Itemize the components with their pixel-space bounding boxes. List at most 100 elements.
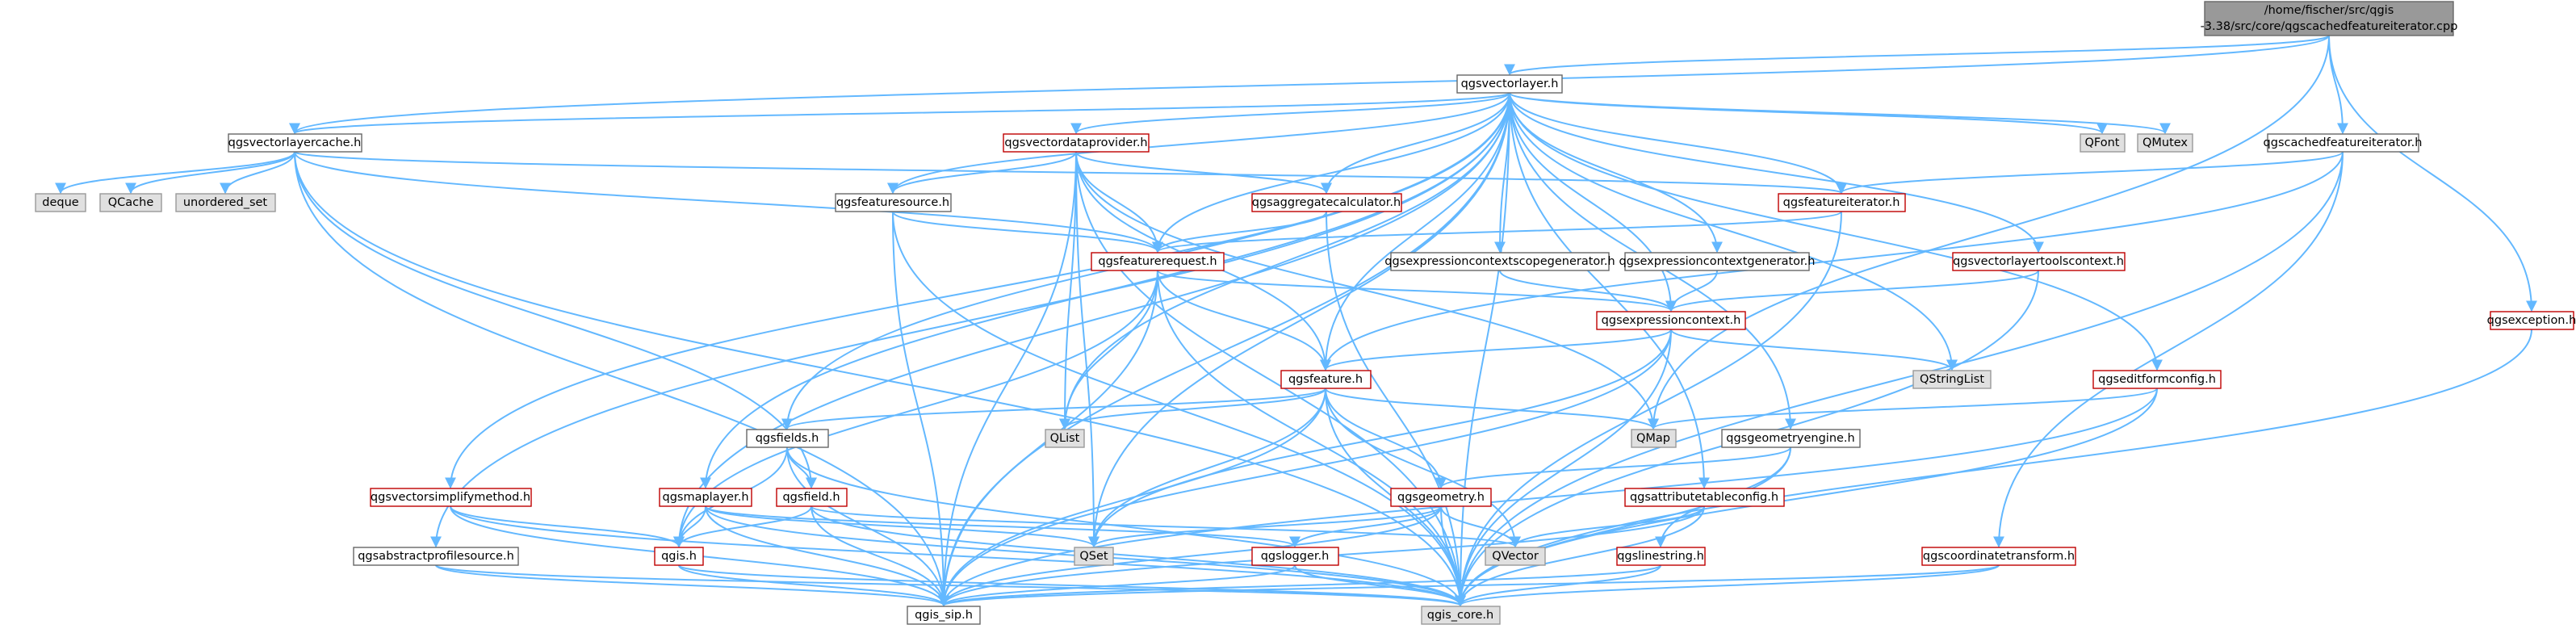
include-edge-vl-to-fi	[1509, 92, 1847, 195]
node-vectordataprovider[interactable]: qgsvectordataprovider.h	[1003, 133, 1150, 153]
include-edge-agg-to-core	[1326, 211, 1466, 607]
node-logger[interactable]: qgslogger.h	[1251, 547, 1339, 566]
node-label: qgsvectorlayertoolscontext.h	[1953, 255, 2124, 268]
node-qmap[interactable]: QMap	[1631, 429, 1677, 448]
node-qgis-sip[interactable]: qgis_sip.h	[907, 606, 981, 625]
node-label: qgsgeometryengine.h	[1726, 432, 1855, 445]
include-edge-vdp-to-qset	[1075, 151, 1100, 548]
node-expressioncontext[interactable]: qgsexpressioncontext.h	[1596, 311, 1746, 330]
node-attributetableconfig[interactable]: qgsattributetableconfig.h	[1624, 488, 1785, 507]
node-qgis-core[interactable]: qgis_core.h	[1421, 606, 1501, 625]
include-edge-fi-to-core	[1455, 211, 1842, 607]
node-label: -3.38/src/core/qgscachedfeatureiterator.…	[2201, 20, 2458, 33]
include-edge-vlc-to-core	[294, 151, 1466, 607]
include-edge-vlc-to-fi	[294, 151, 1847, 195]
include-edge-efc-to-sip	[938, 388, 2158, 607]
node-label: qgsexpressioncontextgenerator.h	[1619, 255, 1816, 268]
node-editformconfig[interactable]: qgseditformconfig.h	[2092, 370, 2222, 389]
node-fields[interactable]: qgsfields.h	[746, 429, 829, 448]
node-aggregatecalculator[interactable]: qgsaggregatecalculator.h	[1251, 193, 1402, 212]
node-label: qgsattributetableconfig.h	[1630, 491, 1778, 504]
node-featuresource[interactable]: qgsfeaturesource.h	[835, 193, 952, 212]
include-edge-geng-to-geom	[1435, 446, 1791, 489]
node-qgis[interactable]: qgis.h	[654, 547, 704, 566]
node-cachedfeatureiterator[interactable]: qgscachedfeatureiterator.h	[2264, 133, 2423, 153]
include-edge-agg-to-fr	[1152, 211, 1327, 254]
node-field[interactable]: qgsfield.h	[776, 488, 848, 507]
include-edge-vdp-to-qlist	[1059, 151, 1077, 430]
node-qvector[interactable]: QVector	[1485, 547, 1546, 566]
node-linestring[interactable]: qgslinestring.h	[1616, 547, 1706, 566]
include-edge-ecsg-to-ec	[1499, 270, 1677, 312]
node-abstractprofilesource[interactable]: qgsabstractprofilesource.h	[353, 547, 519, 566]
include-edge-vdp-to-qmap	[1075, 151, 1659, 430]
node-featurerequest[interactable]: qgsfeaturerequest.h	[1091, 252, 1225, 271]
node-label: QMutex	[2142, 136, 2188, 149]
include-edge-geom-to-core	[1440, 505, 1466, 607]
include-edge-vlc-to-qcache	[125, 151, 295, 195]
include-edge-aps-to-sip	[435, 564, 949, 607]
node-deque[interactable]: deque	[35, 193, 86, 212]
node-vectorlayercache[interactable]: qgsvectorlayercache.h	[228, 133, 362, 153]
node-qfont[interactable]: QFont	[2080, 133, 2126, 153]
include-edge-geom-to-log	[1289, 505, 1442, 548]
include-edges	[55, 35, 2537, 607]
include-edge-vl-to-fs	[887, 92, 1510, 195]
node-qstringlist[interactable]: QStringList	[1912, 370, 1992, 389]
include-edge-vl-to-ec	[1509, 92, 1677, 312]
include-edge-atc-to-qvec	[1510, 505, 1705, 548]
node-qset[interactable]: QSet	[1074, 547, 1114, 566]
include-edge-aps-to-core	[435, 564, 1466, 607]
include-edge-atc-to-core	[1455, 505, 1705, 607]
include-edge-vl-to-vlc	[289, 92, 1510, 135]
include-edge-ls-to-sip	[938, 564, 1661, 607]
include-edge-qgis-to-sip	[678, 564, 949, 607]
node-label: qgis_sip.h	[915, 609, 973, 622]
include-edge-vl-to-qmutex	[1509, 92, 2171, 135]
include-edge-fields-to-sip	[786, 446, 949, 607]
node-root-cpp[interactable]: /home/fischer/src/qgis -3.38/src/core/qg…	[2201, 1, 2458, 36]
include-edge-fr-to-core	[1157, 270, 1466, 607]
node-featureiterator[interactable]: qgsfeatureiterator.h	[1778, 193, 1906, 212]
node-geometry[interactable]: qgsgeometry.h	[1390, 488, 1492, 507]
node-geometryengine[interactable]: qgsgeometryengine.h	[1721, 429, 1861, 448]
include-edge-ec-to-feat	[1320, 329, 1672, 371]
include-edge-vlc-to-uset	[220, 151, 295, 195]
include-edge-fr-to-qlist	[1059, 270, 1158, 430]
include-edge-feat-to-fields	[781, 388, 1326, 430]
include-edge-root-to-exc	[2328, 35, 2537, 312]
node-qmutex[interactable]: QMutex	[2137, 133, 2193, 153]
node-vectorsimplifymethod[interactable]: qgsvectorsimplifymethod.h	[370, 488, 532, 507]
include-edge-fr-to-ec	[1157, 270, 1677, 312]
node-label: qgsvectordataprovider.h	[1004, 136, 1147, 149]
node-maplayer[interactable]: qgsmaplayer.h	[659, 488, 752, 507]
node-label: qgslogger.h	[1261, 550, 1330, 563]
node-exprctxscopegen[interactable]: qgsexpressioncontextscopegenerator.h	[1384, 252, 1615, 271]
include-edge-vl-to-sip	[938, 92, 1510, 607]
include-edge-feat-to-geom	[1325, 388, 1447, 489]
node-coordinatetransform[interactable]: qgscoordinatetransform.h	[1921, 547, 2076, 566]
node-unordered-set[interactable]: unordered_set	[175, 193, 276, 212]
include-edge-vl-to-vltc	[1509, 92, 2044, 254]
node-exprctxgen[interactable]: qgsexpressioncontextgenerator.h	[1619, 252, 1816, 271]
node-label: unordered_set	[183, 196, 268, 209]
node-label: qgsabstractprofilesource.h	[358, 550, 514, 563]
include-edge-vl-to-core	[1455, 92, 1510, 607]
include-edge-vl-to-qsl	[1509, 92, 1958, 371]
node-label: QList	[1050, 432, 1080, 445]
node-vectorlayertoolscontext[interactable]: qgsvectorlayertoolscontext.h	[1952, 252, 2126, 271]
include-edge-ls-to-core	[1455, 564, 1661, 607]
node-label: qgis_core.h	[1427, 609, 1493, 622]
node-label: QSet	[1079, 550, 1108, 563]
include-edge-cfi-to-feat	[1320, 151, 2344, 371]
node-label: qgslinestring.h	[1617, 550, 1704, 563]
node-vectorlayer[interactable]: qgsvectorlayer.h	[1456, 74, 1563, 94]
node-qcache[interactable]: QCache	[99, 193, 162, 212]
node-exception-box[interactable]: qgsexception.h	[2487, 311, 2576, 330]
node-label: QStringList	[1920, 373, 1984, 386]
node-feature[interactable]: qgsfeature.h	[1280, 370, 1372, 389]
node-qlist[interactable]: QList	[1045, 429, 1085, 448]
include-edge-vl-to-atc	[1509, 92, 1710, 489]
include-edge-vlc-to-deque	[55, 151, 295, 195]
